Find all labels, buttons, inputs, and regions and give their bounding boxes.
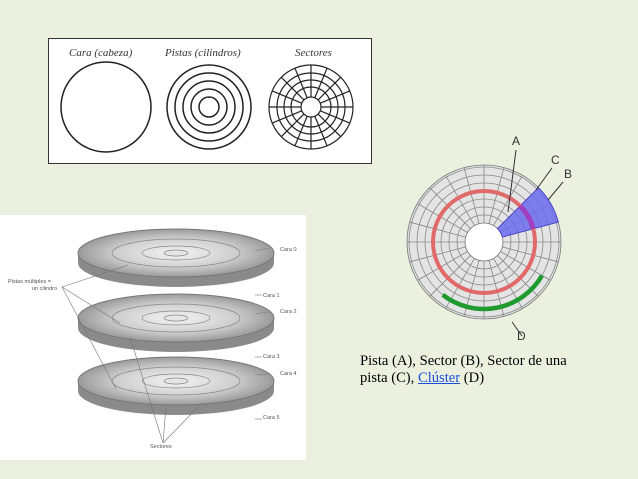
disk-sector-line [463, 167, 480, 224]
sector-spoke [271, 110, 302, 124]
disk-sector-line [500, 251, 551, 281]
multi-track-label-2: un cilindro [32, 286, 58, 292]
disk-track-line [416, 174, 552, 310]
disk-sector-line [488, 260, 505, 317]
platters-drawing [61, 228, 275, 444]
face-0-label: Cara 0 [280, 247, 297, 253]
caption-text-2: pista (C), [360, 370, 418, 386]
multi-track-label-1: Pistas múltiples = [8, 279, 51, 285]
sectors-drawing [268, 64, 354, 150]
sector-spoke [317, 76, 342, 101]
disk-sector-line [497, 187, 539, 229]
sectors-bottom-label: Sectores [150, 444, 172, 450]
track-highlight [430, 189, 537, 295]
disk-sector-line [409, 246, 466, 263]
disk-track-line [448, 206, 520, 278]
disk-sector-line [502, 221, 559, 238]
face-4-label: Cara 4 [280, 371, 297, 377]
label-c: C [551, 153, 560, 167]
caption-line-2: pista (C), Clúster (D) [360, 370, 630, 387]
sectors-label: Sectores [295, 47, 332, 59]
caption-text-3: (D) [460, 370, 485, 386]
sector-spoke [320, 110, 351, 124]
disk-sector-line [500, 203, 551, 233]
disk-sector-line [502, 246, 559, 263]
face-5-label: Cara 5 [263, 415, 280, 421]
cluster-highlight [441, 274, 544, 312]
sector-spoke [280, 113, 305, 138]
tracks-label: Pistas (cilindros) [165, 47, 241, 59]
label-a: A [512, 134, 521, 148]
label-b: B [564, 167, 573, 181]
disk-sector-line [417, 203, 468, 233]
disk-sector-grid [406, 164, 562, 320]
disk-sector-line [445, 175, 475, 226]
disk-sector-line [488, 167, 505, 224]
face-label: Cara (cabeza) [69, 47, 133, 59]
platter-2 [77, 356, 275, 415]
disk-track-line [408, 166, 560, 318]
platter-pointer-lines [61, 247, 269, 444]
disk-track-line [440, 198, 528, 286]
disk-structure-panel: Cara (cabeza) Pistas (cilindros) Sectore… [48, 38, 372, 164]
disk-hub [464, 222, 504, 262]
sector-highlight [496, 186, 559, 238]
disk-sector-line [497, 255, 539, 297]
disk-track-line [424, 182, 544, 302]
pointer-lines [507, 149, 564, 337]
disk-sector-line [417, 251, 468, 281]
platter-1 [77, 293, 275, 352]
platters-panel: Pistas múltiples = un cilindro Cara 0 Ca… [0, 215, 306, 460]
disk-surface [406, 164, 562, 320]
disk-sector-line [409, 221, 466, 238]
disk-sector-line [463, 260, 480, 317]
sector-spoke [271, 90, 302, 104]
disk-sector-line [493, 258, 523, 309]
track-sector-highlight [518, 204, 536, 230]
disk-sector-line [429, 255, 471, 297]
sector-spoke [320, 90, 351, 104]
sector-spoke [294, 116, 308, 147]
sector-spoke [280, 76, 305, 101]
face-2-label: Cara 2 [280, 309, 297, 315]
caption: Pista (A), Sector (B), Sector de una pis… [360, 353, 630, 387]
sector-spoke [314, 116, 328, 147]
sector-spoke [294, 67, 308, 98]
cluster-link[interactable]: Clúster [417, 370, 461, 386]
sector-spoke [317, 113, 342, 138]
label-d: D [517, 329, 526, 343]
caption-line-1: Pista (A), Sector (B), Sector de una [360, 353, 567, 369]
disk-sector-line [493, 175, 523, 226]
tracks-circles [166, 64, 252, 150]
disk-sector-line [429, 187, 471, 229]
face-1-label: Cara 1 [263, 293, 280, 299]
platter-0 [77, 228, 275, 287]
disk-track-line [432, 190, 536, 294]
face-3-label: Cara 3 [263, 354, 280, 360]
sector-spoke [314, 67, 328, 98]
face-circle [60, 61, 152, 153]
disk-sector-line [445, 258, 475, 309]
disk-track-line [456, 214, 512, 270]
disk-structure-drawing [60, 61, 354, 153]
